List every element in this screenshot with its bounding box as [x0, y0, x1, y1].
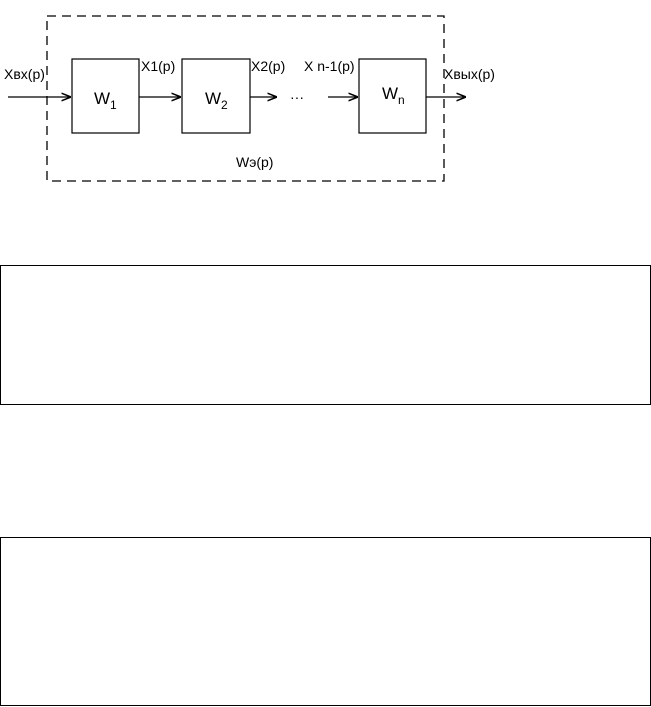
block-wn — [358, 58, 427, 134]
equivalent-transfer-label: Wэ(p) — [236, 154, 273, 170]
formula-box-2 — [0, 537, 651, 706]
x2-label: X2(p) — [251, 58, 285, 74]
xn-1-label: X n-1(p) — [304, 58, 355, 74]
block-w1 — [71, 58, 140, 134]
dots-separator: ··· — [290, 89, 304, 105]
output-label: Xвых(p) — [444, 66, 495, 82]
block-w2-label: W2 — [205, 89, 228, 112]
block-w2 — [181, 58, 251, 134]
x1-label: X1(p) — [141, 58, 175, 74]
series-connection-diagram: W1 W2 Wn Xвх(p) X1(p) X2(p) X n-1(p) Xвы… — [4, 15, 495, 182]
formula-box-1 — [0, 265, 651, 405]
block-wn-label: Wn — [382, 84, 405, 107]
block-w1-label: W1 — [94, 89, 117, 112]
equivalent-system-boundary — [46, 15, 445, 182]
input-label: Xвх(p) — [4, 66, 45, 82]
